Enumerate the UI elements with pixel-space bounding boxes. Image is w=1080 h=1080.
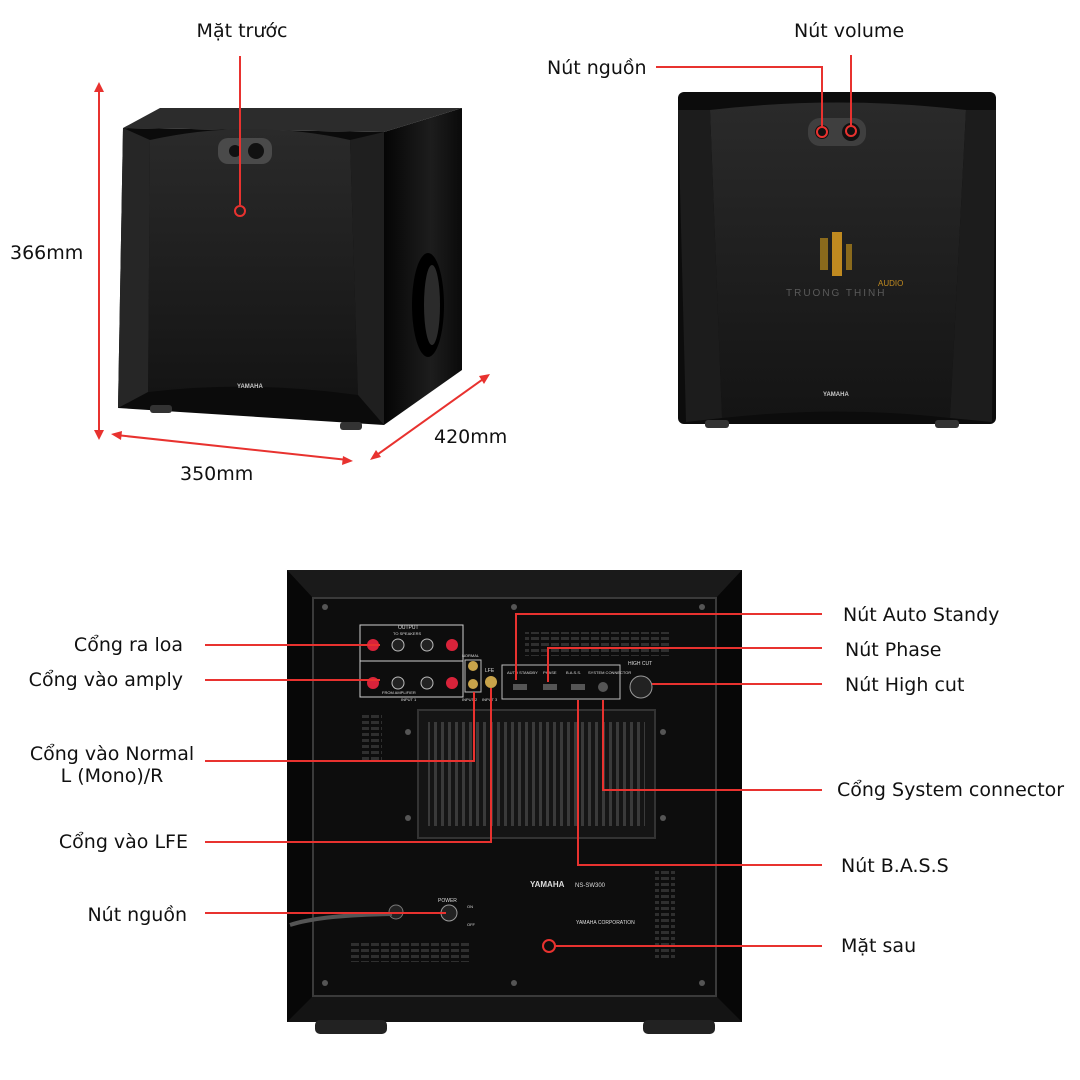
label-nut-bass: Nút B.A.S.S bbox=[841, 855, 949, 877]
label-nut-high-cut: Nút High cut bbox=[845, 674, 965, 696]
front2-brand-logo: YAMAHA bbox=[823, 392, 849, 398]
label-cong-vao-normal-2: L (Mono)/R bbox=[60, 765, 164, 787]
panel-corporation: YAMAHA CORPORATION bbox=[576, 920, 635, 926]
label-cong-vao-amply: Cổng vào amply bbox=[28, 669, 183, 691]
panel-system-connector: SYSTEM CONNECTOR bbox=[588, 670, 631, 675]
panel-bass: B.A.S.S. bbox=[566, 670, 581, 675]
label-nut-phase: Nút Phase bbox=[845, 639, 942, 661]
label-nut-nguon-rear: Nút nguồn bbox=[87, 904, 187, 926]
panel-off: OFF bbox=[467, 922, 476, 927]
panel-phase: PHASE bbox=[543, 670, 557, 675]
panel-lfe: LFE bbox=[485, 668, 495, 674]
label-cong-system-connector: Cổng System connector bbox=[837, 779, 1065, 801]
panel-from-amplifier: FROM AMPLIFIER bbox=[382, 690, 416, 695]
dimension-arrows bbox=[94, 82, 490, 465]
watermark-logo: AUDIO TRUONG THINH bbox=[786, 232, 903, 299]
panel-output: OUTPUT bbox=[398, 625, 419, 631]
panel-auto-standby: AUTO STANDBY bbox=[507, 670, 538, 675]
panel-brand: YAMAHA bbox=[530, 880, 565, 889]
front-speaker-straight: YAMAHA AUDIO TRUONG THINH bbox=[678, 92, 996, 428]
panel-normal: NORMAL bbox=[462, 653, 480, 658]
panel-on: ON bbox=[467, 904, 473, 909]
label-mat-sau: Mặt sau bbox=[841, 935, 917, 957]
panel-to-speakers: TO SPEAKERS bbox=[393, 631, 421, 636]
watermark-name: TRUONG THINH bbox=[786, 288, 886, 299]
panel-power: POWER bbox=[438, 898, 457, 904]
dim-width: 350mm bbox=[180, 463, 254, 485]
panel-input2: INPUT 2 bbox=[462, 697, 478, 702]
panel-model: NS-SW300 bbox=[575, 883, 606, 889]
label-cong-vao-lfe: Cổng vào LFE bbox=[58, 831, 188, 853]
dim-depth: 420mm bbox=[434, 426, 508, 448]
rear-speaker: OUTPUT TO SPEAKERS FROM AMPLIFIER INPUT … bbox=[287, 570, 742, 1034]
label-cong-vao-normal-1: Cổng vào Normal bbox=[29, 743, 195, 765]
rear-leader-lines bbox=[205, 613, 822, 947]
panel-input1: INPUT 1 bbox=[401, 697, 417, 702]
dim-height: 366mm bbox=[10, 242, 84, 264]
label-nut-nguon-front: Nút nguồn bbox=[547, 57, 647, 79]
label-mat-truoc: Mặt trước bbox=[196, 20, 288, 42]
front-brand-logo: YAMAHA bbox=[237, 384, 263, 390]
label-nut-volume: Nút volume bbox=[794, 20, 905, 42]
front2-pointers bbox=[656, 55, 857, 138]
watermark-audio: AUDIO bbox=[878, 279, 903, 288]
panel-high-cut: HIGH CUT bbox=[628, 661, 652, 667]
label-cong-ra-loa: Cổng ra loa bbox=[73, 634, 183, 656]
label-nut-auto-standy: Nút Auto Standy bbox=[843, 604, 1000, 626]
front-face-pointer bbox=[234, 56, 246, 217]
front-speaker-angled: YAMAHA bbox=[118, 108, 462, 430]
